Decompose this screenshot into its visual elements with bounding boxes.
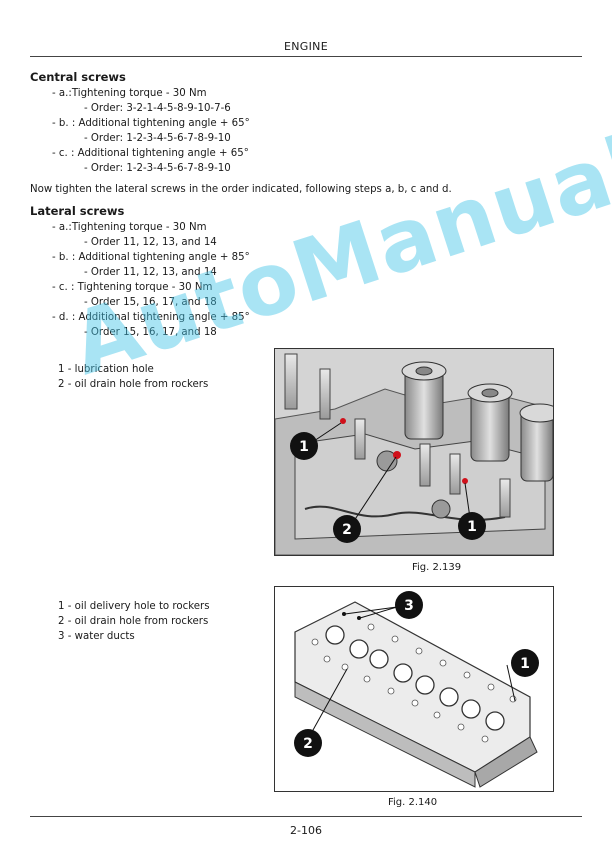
fig139-legend-1: 1 - lubrication hole [58, 364, 154, 375]
oil-drain-marker [393, 451, 401, 459]
svg-text:1: 1 [299, 439, 309, 455]
fig139-drawing: 1 2 1 [275, 349, 553, 555]
fig140-image: 3 1 2 [274, 586, 554, 792]
central-step-b: - b. : Additional tightening angle + 65° [52, 118, 250, 129]
valve-spring-1 [401, 361, 447, 440]
lubrication-hole-marker [340, 418, 346, 424]
svg-text:2: 2 [342, 522, 352, 538]
valve-spring-3 [519, 403, 553, 482]
fig140-callout-3: 3 [395, 591, 423, 619]
fig140-callout-1: 1 [511, 649, 539, 677]
central-step-c: - c. : Additional tightening angle + 65° [52, 148, 249, 159]
cylinder-holes [325, 625, 505, 731]
fig139-callout-2: 2 [333, 515, 361, 543]
central-order-b: - Order: 1-2-3-4-5-6-7-8-9-10 [84, 133, 231, 144]
svg-text:2: 2 [303, 736, 313, 752]
fig140-legend-2: 2 - oil drain hole from rockers [58, 616, 209, 627]
footer-rule [30, 816, 582, 817]
lateral-order-d: - Order 15, 16, 17, and 18 [84, 327, 217, 338]
fig139-callout-1-right: 1 [458, 512, 486, 540]
lubrication-hole-marker-2 [462, 478, 468, 484]
fig140-callout-2: 2 [294, 729, 322, 757]
fig140-legend-3: 3 - water ducts [58, 631, 135, 642]
fig139-legend-2: 2 - oil drain hole from rockers [58, 379, 209, 390]
lateral-order-c: - Order 15, 16, 17, and 18 [84, 297, 217, 308]
fig140-drawing: 3 1 2 [275, 587, 553, 791]
lateral-screws-title: Lateral screws [30, 204, 125, 218]
central-step-a: - a.:Tightening torque - 30 Nm [52, 88, 207, 99]
instruction-text: Now tighten the lateral screws in the or… [30, 184, 452, 195]
lateral-order-a: - Order 11, 12, 13, and 14 [84, 237, 217, 248]
lateral-order-b: - Order 11, 12, 13, and 14 [84, 267, 217, 278]
fig139-image: 1 2 1 [274, 348, 554, 556]
fig139-callout-1-left: 1 [290, 432, 318, 460]
svg-text:1: 1 [520, 656, 530, 672]
page-header-title: ENGINE [284, 40, 328, 53]
central-order-c: - Order: 1-2-3-4-5-6-7-8-9-10 [84, 163, 231, 174]
lateral-step-b: - b. : Additional tightening angle + 85° [52, 252, 250, 263]
lateral-step-d: - d. : Additional tightening angle + 85° [52, 312, 250, 323]
page-number: 2-106 [290, 824, 322, 837]
fig140-caption: Fig. 2.140 [388, 797, 438, 808]
central-order-a: - Order: 3-2-1-4-5-8-9-10-7-6 [84, 103, 231, 114]
svg-text:3: 3 [404, 598, 414, 614]
valve-spring-2 [467, 383, 513, 462]
lateral-step-c: - c. : Tightening torque - 30 Nm [52, 282, 213, 293]
fig139-caption: Fig. 2.139 [412, 562, 462, 573]
header-rule [30, 56, 582, 57]
svg-text:1: 1 [467, 519, 477, 535]
central-screws-title: Central screws [30, 70, 126, 84]
lateral-step-a: - a.:Tightening torque - 30 Nm [52, 222, 207, 233]
fig140-legend-1: 1 - oil delivery hole to rockers [58, 601, 210, 612]
